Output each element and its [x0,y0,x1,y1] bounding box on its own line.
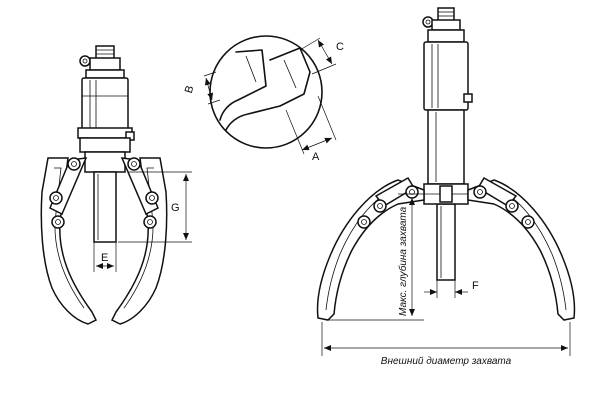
right-rod [436,203,456,281]
label-b: B [183,84,197,94]
label-a: A [312,151,320,163]
label-max-depth: Макс. глубина захвата [397,206,409,316]
label-outer-diameter: Внешний диаметр захвата [381,356,512,367]
dimension-e: E [93,242,117,272]
right-top-fitting [422,7,461,31]
label-g: G [171,202,180,214]
label-e: E [101,252,108,264]
right-jaw-right [467,176,576,321]
label-f: F [472,280,479,292]
dimension-f: F [424,280,479,298]
dimension-outer-diameter: Внешний диаметр захвата [321,322,571,367]
left-cylinder-body [77,77,135,173]
right-puller-view: Макс. глубина захвата F Внешний диаметр … [316,7,576,367]
left-top-fitting [79,45,125,79]
jaw-tip-detail: B C A [183,35,344,163]
left-arm-left [40,157,98,325]
left-rod [93,171,117,243]
label-c: C [336,41,344,53]
right-head [423,183,469,205]
dimension-max-depth: Макс. глубина захвата [326,193,424,321]
dimension-g: G [118,171,192,243]
right-cylinder-body [423,29,473,185]
left-puller-view: G E [40,45,192,325]
left-arm-right [110,157,168,325]
